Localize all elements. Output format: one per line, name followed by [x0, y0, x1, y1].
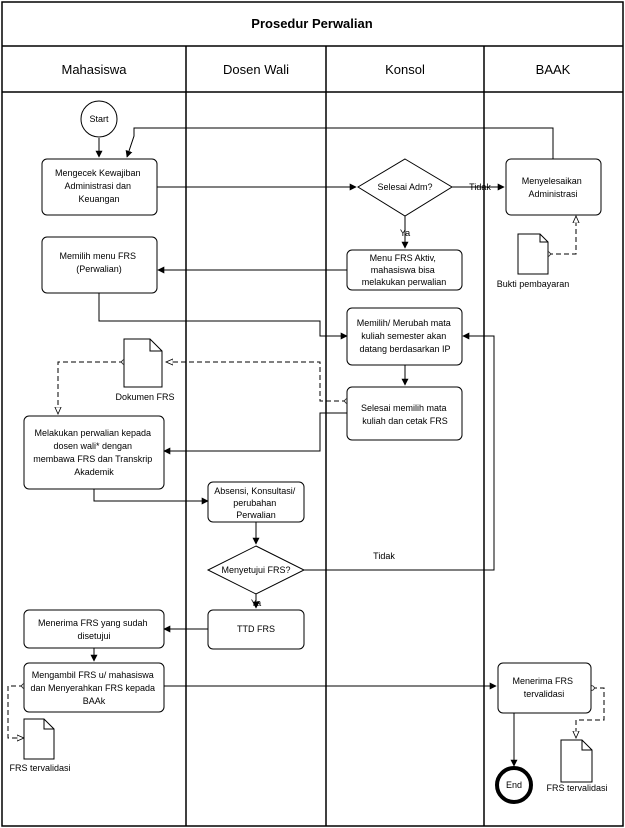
menerima-frs-line-1: Menerima FRS yang sudah	[38, 618, 148, 628]
svg-text:Absensi, Konsultasi/ perub: Absensi, Konsultasi/ perubahan Perwalian	[214, 486, 298, 520]
svg-text:Menyelesaikan Administrasi: Menyelesaikan Administrasi	[522, 176, 585, 199]
svg-text:Memilih/ Merubah mata kuli: Memilih/ Merubah mata kuliah semester ak…	[357, 318, 454, 354]
svg-text:Mengecek Kewajiban Adminis: Mengecek Kewajiban Administrasi dan Keua…	[55, 168, 143, 204]
svg-text:Menu FRS Aktiv, mahasiswa: Menu FRS Aktiv, mahasiswa bisa melakukan…	[362, 253, 447, 287]
process-absensi	[207, 481, 305, 523]
menerima-valid-line-1: Menerima FRS	[512, 676, 573, 686]
melakukan-line-4: Akademik	[74, 467, 114, 477]
process-mengecek	[41, 158, 158, 216]
process-menyelesaikan	[505, 158, 602, 216]
svg-text:Menerima FRS yang sudah di: Menerima FRS yang sudah disetujui	[38, 618, 150, 641]
menerima-frs-line-2: disetujui	[77, 631, 110, 641]
process-menu-aktiv	[346, 249, 463, 291]
lane-konsol: Konsol	[385, 62, 425, 77]
menu-aktiv-line-1: Menu FRS Aktiv,	[370, 253, 436, 263]
menu-aktiv-line-3: melakukan perwalian	[362, 277, 447, 287]
lane-mahasiswa: Mahasiswa	[61, 62, 127, 77]
process-melakukan-perwalian	[23, 415, 165, 490]
mengambil-line-3: BAAk	[83, 696, 106, 706]
process-menerima-frs	[23, 609, 165, 649]
ttd-label: TTD FRS	[237, 624, 275, 634]
melakukan-line-3: membawa FRS dan Transkrip	[33, 454, 152, 464]
svg-text:Selesai memilih mata kulia: Selesai memilih mata kuliah dan cetak FR…	[361, 403, 449, 426]
svg-text:Melakukan perwalian kepada: Melakukan perwalian kepada dosen wali* d…	[33, 428, 155, 477]
edge-label-tidak-frs: Tidak	[373, 551, 395, 561]
diagram-title: Prosedur Perwalian	[251, 16, 372, 31]
start-node	[80, 100, 118, 138]
mengecek-line-1: Mengecek Kewajiban	[55, 168, 141, 178]
absensi-line-2: perubahan	[233, 498, 276, 508]
menu-aktiv-line-2: mahasiswa bisa	[371, 265, 435, 275]
memilih-merubah-line-3: datang berdasarkan IP	[359, 344, 450, 354]
end-label: End	[506, 780, 522, 790]
memilih-menu-line-2: (Perwalian)	[76, 264, 122, 274]
memilih-merubah-line-1: Memilih/ Merubah mata	[357, 318, 451, 328]
mengambil-line-1: Mengambil FRS u/ mahasiswa	[32, 670, 154, 680]
decision-selesai-adm	[357, 158, 453, 217]
bukti-label: Bukti pembayaran	[497, 279, 570, 289]
menyelesaikan-line-2: Administrasi	[528, 189, 577, 199]
frs-valid-left-label: FRS tervalidasi	[9, 763, 70, 773]
decision-menyetujui-frs	[206, 545, 306, 595]
mengecek-line-2: Administrasi dan	[64, 181, 131, 191]
absensi-line-1: Absensi, Konsultasi/	[214, 486, 296, 496]
document-frs-tervalidasi-left	[23, 718, 55, 760]
svg-text:Menerima FRS tervalidasi: Menerima FRS tervalidasi	[512, 676, 575, 699]
dokumen-frs-label: Dokumen FRS	[115, 392, 174, 402]
menyetujui-label: Menyetujui FRS?	[221, 565, 290, 575]
lane-baak: BAAK	[536, 62, 571, 77]
melakukan-line-1: Melakukan perwalian kepada	[34, 428, 151, 438]
selesai-memilih-line-2: kuliah dan cetak FRS	[362, 416, 448, 426]
menyelesaikan-line-1: Menyelesaikan	[522, 176, 582, 186]
process-memilih-menu	[41, 236, 158, 294]
document-dokumen-frs	[123, 338, 163, 388]
process-menerima-valid	[497, 662, 592, 714]
edge-label-ya-adm: Ya	[400, 228, 410, 238]
absensi-line-3: Perwalian	[236, 510, 276, 520]
melakukan-line-2: dosen wali* dengan	[53, 441, 132, 451]
document-bukti-pembayaran	[517, 233, 549, 275]
edge-label-ya-frs: Ya	[251, 598, 261, 608]
menerima-valid-line-2: tervalidasi	[524, 689, 565, 699]
start-label: Start	[89, 114, 109, 124]
edge-label-tidak-adm: Tidak	[469, 182, 491, 192]
end-node	[495, 766, 533, 804]
lane-dosen-wali: Dosen Wali	[223, 62, 289, 77]
frs-valid-right-label: FRS tervalidasi	[546, 783, 607, 793]
process-selesai-memilih	[346, 386, 463, 441]
process-ttd-frs	[207, 609, 305, 650]
selesai-memilih-line-1: Selesai memilih mata	[361, 403, 447, 413]
mengambil-line-2: dan Menyerahkan FRS kepada	[30, 683, 155, 693]
mengecek-line-3: Keuangan	[78, 194, 119, 204]
document-frs-tervalidasi-right	[560, 739, 593, 783]
svg-text:Memilih menu FRS (Perwalia: Memilih menu FRS (Perwalian)	[59, 251, 138, 274]
svg-text:Mengambil FRS u/ mahasiswa: Mengambil FRS u/ mahasiswa dan Menyerahk…	[30, 670, 157, 706]
process-mengambil-frs	[23, 662, 165, 713]
selesai-adm-label: Selesai Adm?	[377, 182, 432, 192]
memilih-menu-line-1: Memilih menu FRS	[59, 251, 136, 261]
memilih-merubah-line-2: kuliah semester akan	[361, 331, 446, 341]
process-memilih-merubah	[346, 307, 463, 366]
